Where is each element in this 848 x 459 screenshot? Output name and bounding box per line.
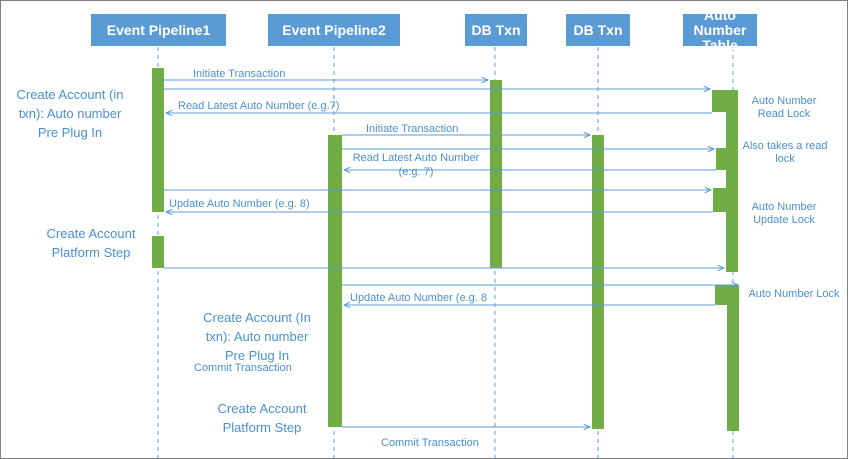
lifeline-header-pipeline1: Event Pipeline1 (91, 14, 226, 46)
activation-p2 (328, 135, 342, 427)
note-read-lock-2: Also takes a read lock (742, 140, 828, 165)
message-label-m3: Initiate Transaction (366, 123, 459, 135)
lifeline-header-db1: DB Txn (465, 14, 527, 46)
activation-db2 (592, 135, 604, 429)
activation-table-f (727, 285, 739, 431)
lifeline-header-table: Auto Number Table (683, 7, 757, 52)
message-arrows (164, 80, 738, 427)
activation-bars (152, 68, 739, 431)
lifeline-header-db2: DB Txn (566, 14, 630, 46)
message-label-m5: Update Auto Number (e.g. 8) (169, 198, 310, 210)
message-label-m1: Initiate Transaction (193, 68, 286, 80)
lifeline-header-pipeline2: Event Pipeline2 (268, 14, 400, 46)
activation-table-b (726, 90, 738, 272)
message-label-m6: Update Auto Number (e.g. 8 (350, 292, 487, 304)
step-label-pipeline1-platform: Create Account Platform Step (46, 226, 136, 260)
message-label-m4: Read Latest Auto Number (e.g. 7) (352, 152, 480, 178)
message-label-m7: Commit Transaction (194, 362, 292, 374)
activation-db1 (490, 80, 502, 268)
activation-table-c (716, 148, 726, 170)
activation-table-a (712, 90, 726, 112)
message-label-m2: Read Latest Auto Number (e.g.7) (178, 100, 340, 112)
note-lock: Auto Number Lock (748, 288, 840, 300)
activation-p1-b (152, 236, 164, 268)
note-update-lock: Auto Number Update Lock (751, 201, 817, 226)
step-label-pipeline2-platform: Create Account Platform Step (217, 401, 307, 435)
note-read-lock: Auto Number Read Lock (751, 95, 817, 120)
activation-p1-a (152, 68, 164, 212)
activation-table-e (715, 285, 727, 305)
step-label-pipeline1-preplugin: Create Account (in txn): Auto number Pre… (16, 87, 124, 140)
message-label-m8: Commit Transaction (381, 437, 479, 449)
activation-table-d (713, 188, 726, 212)
step-label-pipeline2-preplugin: Create Account (In txn): Auto number Pre… (203, 310, 311, 363)
